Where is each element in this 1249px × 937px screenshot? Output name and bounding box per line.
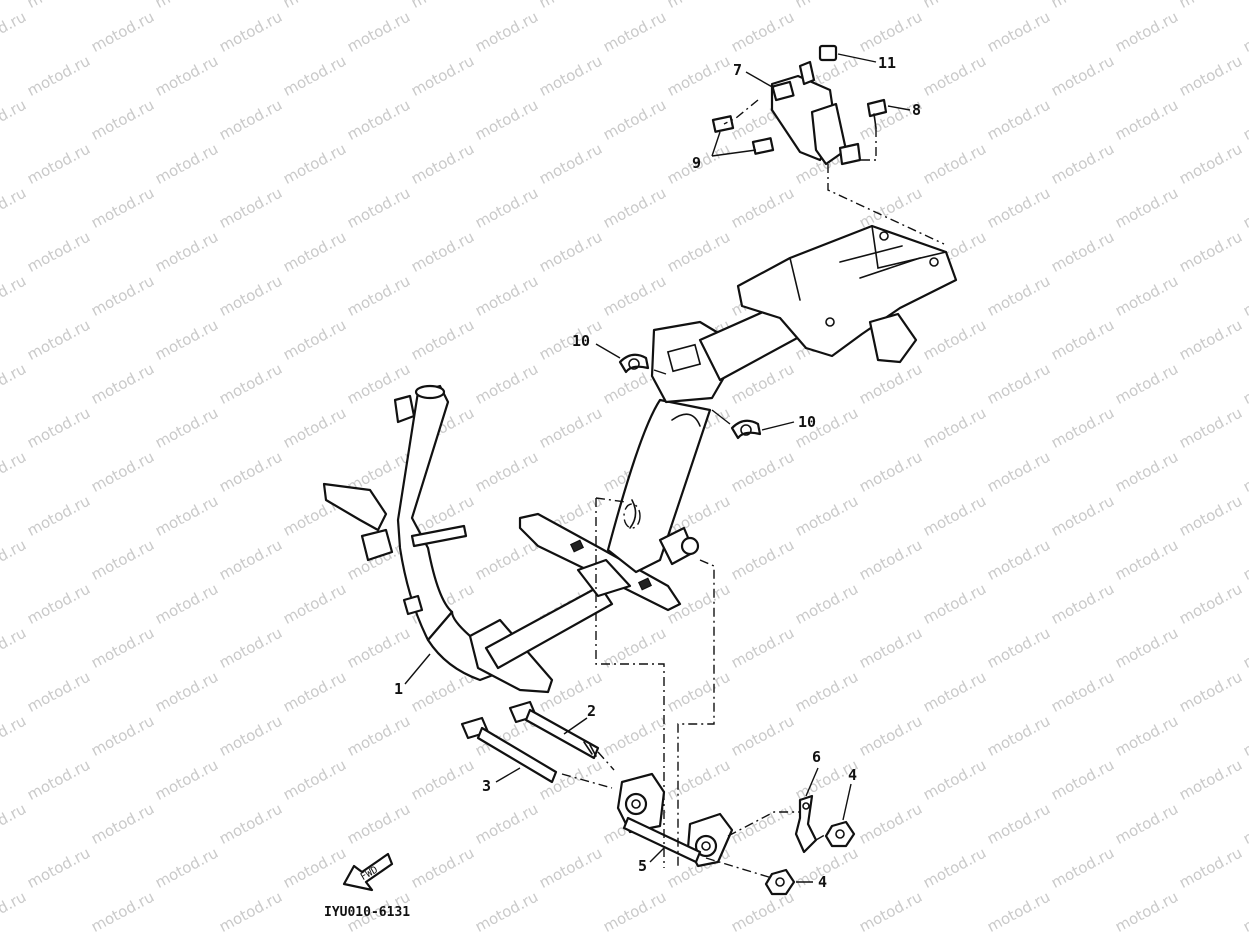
callout-5: 5 (638, 857, 647, 875)
callout-4-upper: 4 (848, 766, 857, 784)
fwd-arrow-icon: FWD (342, 852, 394, 892)
diagram-code: IYU010-6131 (324, 905, 410, 920)
clamp-10-right (730, 419, 762, 440)
callout-10-right: 10 (798, 413, 816, 431)
clamp-10-left (618, 353, 650, 374)
nut-4-upper (824, 820, 856, 848)
callout-8: 8 (912, 101, 921, 119)
bolt-2 (508, 700, 600, 760)
leader-lines (404, 53, 911, 883)
bolt-3 (460, 716, 558, 784)
bolt-5 (622, 816, 702, 864)
callout-2: 2 (587, 702, 596, 720)
callout-6: 6 (812, 748, 821, 766)
callout-labels: 1 2 3 4 4 5 6 7 8 9 10 10 11 (394, 54, 921, 891)
main-frame (322, 224, 958, 694)
callout-4-lower: 4 (818, 873, 827, 891)
callout-11: 11 (878, 54, 896, 72)
bolt-8 (866, 98, 888, 129)
engine-mount-bracket (616, 772, 734, 868)
callout-3: 3 (482, 777, 491, 795)
callout-1: 1 (394, 680, 403, 698)
bracket-6 (794, 794, 818, 854)
nut-4-lower (764, 868, 796, 896)
rear-bracket-assembly (711, 44, 945, 245)
callout-7: 7 (733, 61, 742, 79)
callout-10-left: 10 (572, 332, 590, 350)
callout-9: 9 (692, 154, 701, 172)
